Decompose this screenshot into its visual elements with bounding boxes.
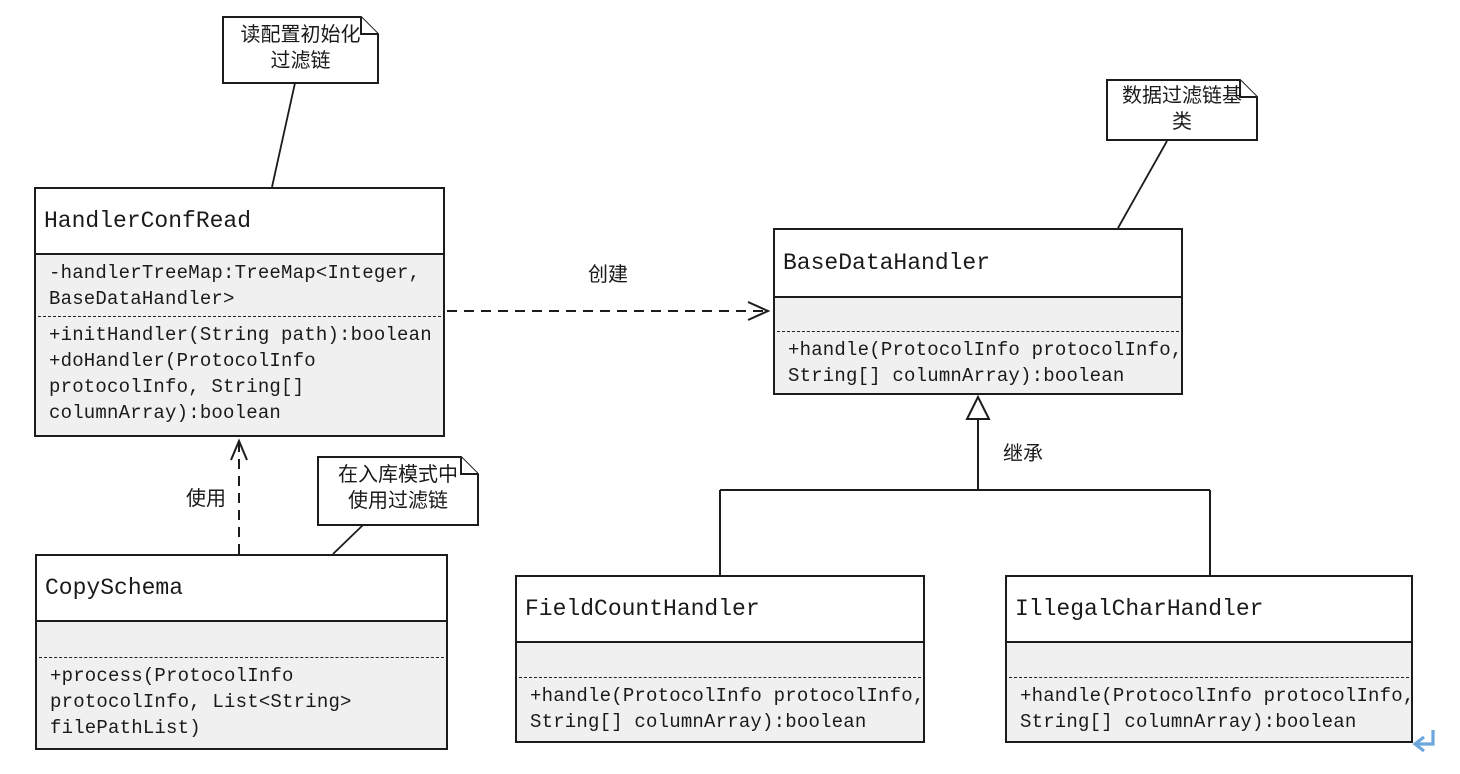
inheritance-connector (719, 394, 1211, 575)
note-shape-storage-mode (317, 456, 479, 526)
edge-label-create: 创建 (588, 264, 628, 286)
method-line: +doHandler(ProtocolInfo (49, 350, 316, 372)
inheritance-triangle-icon (965, 394, 991, 420)
attribute-method-separator (38, 316, 441, 317)
method-line: +handle(ProtocolInfo protocolInfo, (1020, 685, 1415, 707)
use-dependency-arrow (230, 438, 248, 554)
edge-label-use: 使用 (186, 488, 226, 510)
note-anchor-base-class (1117, 140, 1168, 229)
note-line: 读配置初始化 (240, 24, 361, 46)
note-anchor-storage-mode (332, 524, 364, 555)
class-fieldcounthandler: FieldCountHandler +handle(ProtocolInfo p… (515, 575, 925, 743)
class-name: FieldCountHandler (517, 577, 923, 643)
method-line: protocolInfo, List<String> (50, 691, 352, 713)
class-copyschema: CopySchema +process(ProtocolInfo protoco… (35, 554, 448, 750)
attribute-line: BaseDataHandler> (49, 288, 235, 310)
note-storage-mode: 在入库模式中 使用过滤链 (318, 457, 478, 525)
class-name: BaseDataHandler (775, 230, 1181, 298)
note-fold-icon (1239, 80, 1257, 98)
class-name: HandlerConfRead (36, 189, 443, 255)
method-line: +handle(ProtocolInfo protocolInfo, (530, 685, 925, 707)
method-line: +initHandler(String path):boolean (49, 324, 432, 346)
note-base-class: 数据过滤链基 类 (1107, 80, 1257, 140)
note-shape-read-config (222, 16, 379, 84)
method-line: +handle(ProtocolInfo protocolInfo, (788, 339, 1183, 361)
attribute-line: -handlerTreeMap:TreeMap<Integer, (49, 262, 421, 284)
note-anchor-read-config (271, 82, 296, 188)
method-line: String[] columnArray):boolean (530, 711, 867, 733)
note-line: 在入库模式中 (338, 464, 458, 486)
note-fold-icon (360, 17, 378, 35)
return-icon (1412, 730, 1435, 753)
method-line: columnArray):boolean (49, 402, 282, 424)
method-line: String[] columnArray):boolean (788, 365, 1125, 387)
note-line: 使用过滤链 (348, 490, 448, 512)
class-name: IllegalCharHandler (1007, 577, 1411, 643)
note-line: 过滤链 (270, 50, 331, 72)
method-line: protocolInfo, String[] (49, 376, 305, 398)
note-read-config: 读配置初始化 过滤链 (223, 17, 378, 83)
method-line: +process(ProtocolInfo (50, 665, 294, 687)
edge-label-inherit: 继承 (1003, 443, 1043, 465)
attribute-method-separator (777, 331, 1179, 332)
class-illegalcharhandler: IllegalCharHandler +handle(ProtocolInfo … (1005, 575, 1415, 743)
attribute-method-separator (1009, 677, 1409, 678)
attribute-method-separator (39, 657, 444, 658)
method-line: filePathList) (50, 717, 201, 739)
class-basedatahandler: BaseDataHandler +handle(ProtocolInfo pro… (773, 228, 1183, 395)
class-name: CopySchema (37, 556, 446, 622)
note-line: 类 (1172, 111, 1192, 133)
note-line: 数据过滤链基 (1122, 85, 1242, 107)
attribute-method-separator (519, 677, 921, 678)
note-shape-base-class (1106, 79, 1258, 141)
method-line: String[] columnArray):boolean (1020, 711, 1357, 733)
create-dependency-arrow (447, 301, 771, 321)
class-handlerconfread: HandlerConfRead -handlerTreeMap:TreeMap<… (34, 187, 445, 437)
note-fold-icon (460, 457, 478, 475)
